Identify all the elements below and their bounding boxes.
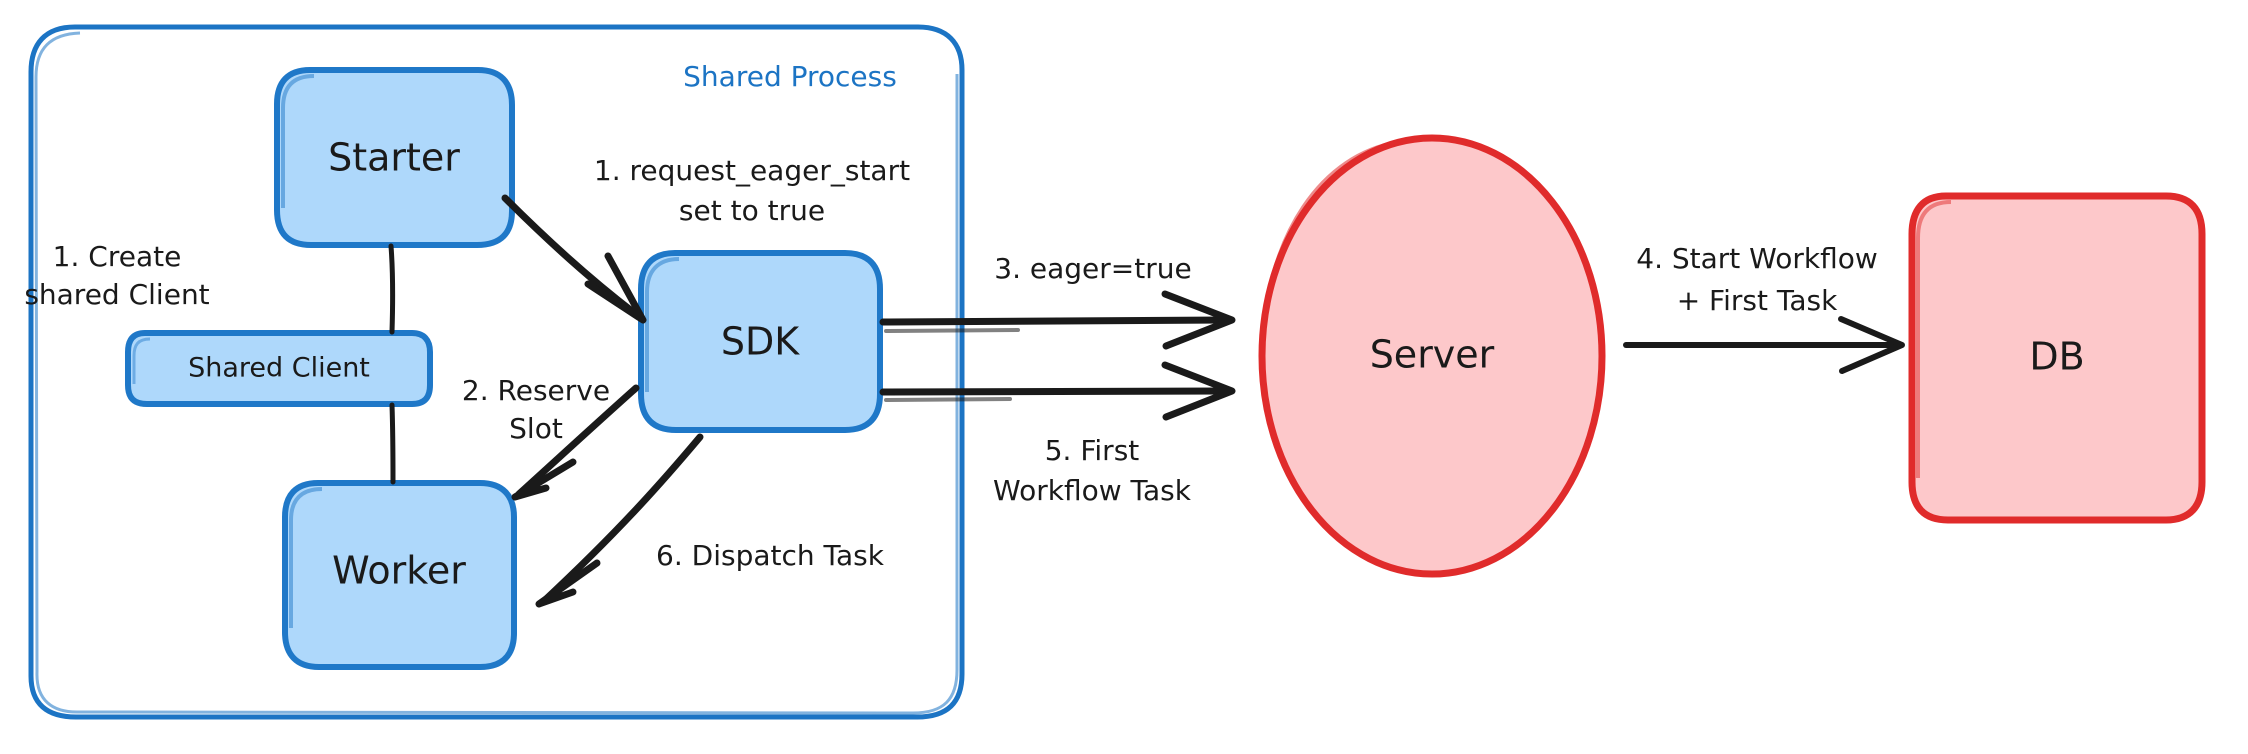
edge-eager-true-arrowhead (1161, 290, 1236, 350)
edge-start-workflow-arrowhead (1838, 316, 1905, 374)
server-node-label: Server (1370, 333, 1495, 377)
edge-reserve-slot-line (515, 384, 640, 498)
shared-process-group-label: Shared Process (683, 60, 897, 93)
edge-first-workflow-task-line (879, 387, 1229, 396)
edge-starter-shared-client-line (388, 243, 396, 335)
sdk-node-sketch (645, 257, 680, 392)
edge-create-shared-client-label-line1: 1. Create (53, 240, 182, 273)
edge-first-workflow-task-label-line2: Workflow Task (993, 474, 1192, 507)
shared-client-node-label: Shared Client (188, 353, 370, 384)
starter-node-label: Starter (328, 136, 460, 180)
edge-request-eager-start-line (501, 194, 645, 322)
edge-first-workflow-task-arrowhead (1161, 361, 1236, 421)
starter-node-shape (274, 67, 515, 248)
worker-node-shape (282, 480, 517, 670)
edge-reserve-slot-label-line1: 2. Reserve (462, 374, 610, 407)
edge-first-workflow-task-label-line1: 5. First (1045, 434, 1140, 467)
db-node-sketch (1916, 200, 1952, 478)
edge-eager-true-line-sketch (884, 328, 1020, 333)
db-node-shape (1908, 192, 2206, 524)
shared-client-node-sketch (132, 337, 151, 384)
edge-shared-client-worker-line (389, 402, 396, 485)
edge-dispatch-task-label-line1: 6. Dispatch Task (656, 539, 885, 572)
edge-dispatch-task-line (541, 433, 704, 604)
edge-reserve-slot-arrowhead (511, 458, 577, 501)
server-node-shape (1258, 134, 1606, 578)
edge-request-eager-start-arrowhead (584, 252, 647, 324)
edge-eager-true-label: 3. eager=true (994, 252, 1191, 285)
starter-node-sketch (281, 74, 315, 208)
server-node-sketch (1261, 140, 1401, 347)
edge-start-workflow-label-line2: + First Task (1677, 284, 1838, 317)
edge-create-shared-client-label-line2: shared Client (24, 278, 209, 311)
edge-first-workflow-task-line-sketch (884, 397, 1012, 402)
db-node-label: DB (2029, 335, 2084, 379)
shared-process-group-border-sketch (34, 31, 959, 715)
shared-process-group-border (28, 24, 965, 720)
edge-dispatch-task-arrowhead (535, 559, 601, 608)
sdk-node-label: SDK (721, 320, 800, 364)
edge-start-workflow-label-line1: 4. Start Workflow (1636, 242, 1878, 275)
edge-reserve-slot-label-line2: Slot (509, 412, 563, 445)
edge-eager-true-line (879, 316, 1229, 326)
shared-client-node-shape (125, 330, 433, 407)
edge-request-eager-start-label-line1: 1. request_eager_start (594, 154, 910, 187)
edge-request-eager-start-label-line2: set to true (679, 194, 825, 227)
worker-node-sketch (289, 487, 323, 628)
sdk-node-shape (638, 250, 883, 433)
worker-node-label: Worker (332, 549, 466, 593)
